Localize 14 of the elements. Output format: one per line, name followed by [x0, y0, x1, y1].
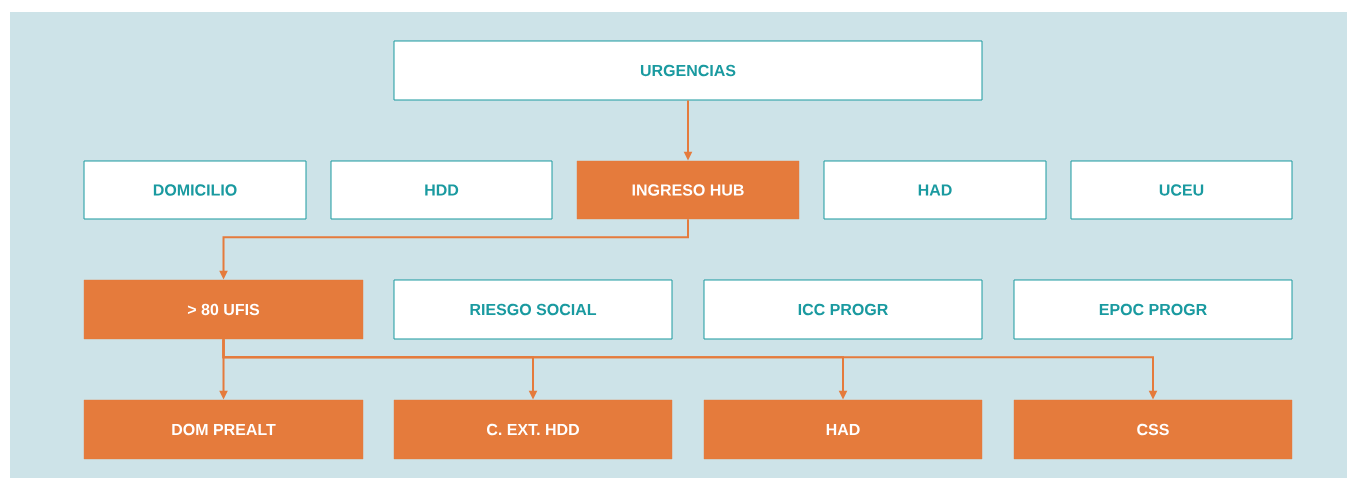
process-box: URGENCIAS — [393, 40, 983, 101]
process-box: RIESGO SOCIAL — [393, 279, 673, 340]
process-box: HAD — [823, 160, 1047, 220]
process-box: DOM PREALT — [83, 399, 364, 460]
process-box: CSS — [1013, 399, 1293, 460]
process-box: UCEU — [1070, 160, 1293, 220]
process-box: HAD — [703, 399, 983, 460]
process-box: DOMICILIO — [83, 160, 307, 220]
process-box: > 80 UFIS — [83, 279, 364, 340]
process-box: ICC PROGR — [703, 279, 983, 340]
process-box: C. EXT. HDD — [393, 399, 673, 460]
process-box: EPOC PROGR — [1013, 279, 1293, 340]
process-box: INGRESO HUB — [576, 160, 800, 220]
process-box: HDD — [330, 160, 553, 220]
